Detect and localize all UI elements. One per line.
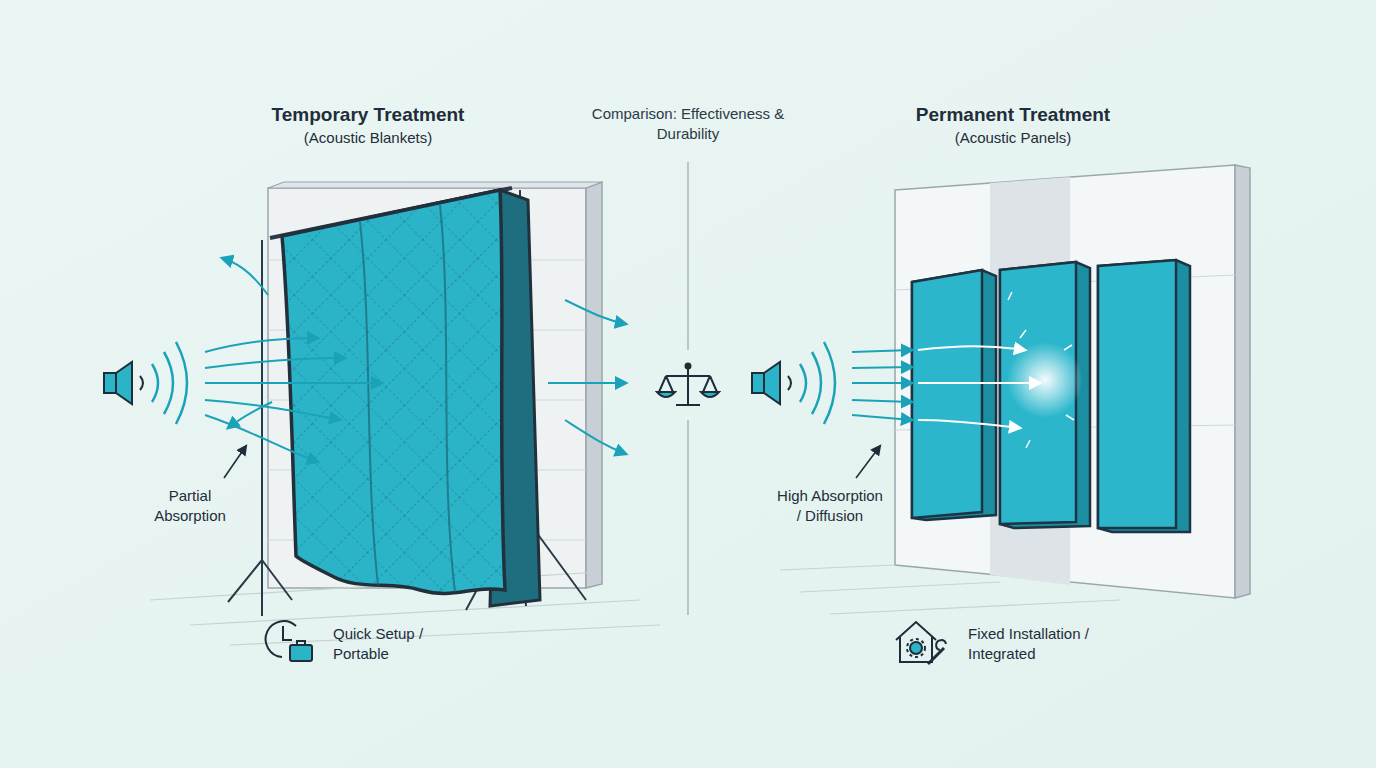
sound-arrows: [852, 350, 912, 420]
absorbed-arrows: [918, 292, 1074, 448]
callout-label: Partial Absorption: [140, 486, 240, 525]
leader-line: [224, 446, 246, 478]
feature-label: Quick Setup / Portable: [333, 624, 451, 663]
section-subheading: (Acoustic Blankets): [238, 128, 498, 148]
stand: [228, 188, 586, 616]
callout-label: High Absorption / Diffusion: [774, 486, 886, 525]
section-heading: Temporary Treatment: [238, 103, 498, 128]
acoustic-blanket: [282, 190, 540, 606]
right-wall: [895, 165, 1250, 598]
leader-line: [856, 446, 880, 478]
sound-waves: [800, 342, 835, 424]
speaker-icon: [104, 362, 143, 404]
sound-waves: [152, 342, 187, 424]
section-heading: Permanent Treatment: [883, 103, 1143, 128]
portable-icon: [266, 621, 312, 661]
feature-label: Fixed Installation / Integrated: [968, 624, 1094, 663]
sound-arrows: [205, 258, 626, 462]
absorption-glow: [1007, 342, 1083, 418]
diagram-title: Comparison: Effectiveness & Durability: [588, 104, 788, 143]
section-subheading: (Acoustic Panels): [883, 128, 1143, 148]
scale-icon: [657, 364, 719, 406]
installation-icon: [896, 622, 946, 664]
acoustic-panels: [912, 260, 1190, 532]
speaker-icon: [752, 362, 791, 404]
